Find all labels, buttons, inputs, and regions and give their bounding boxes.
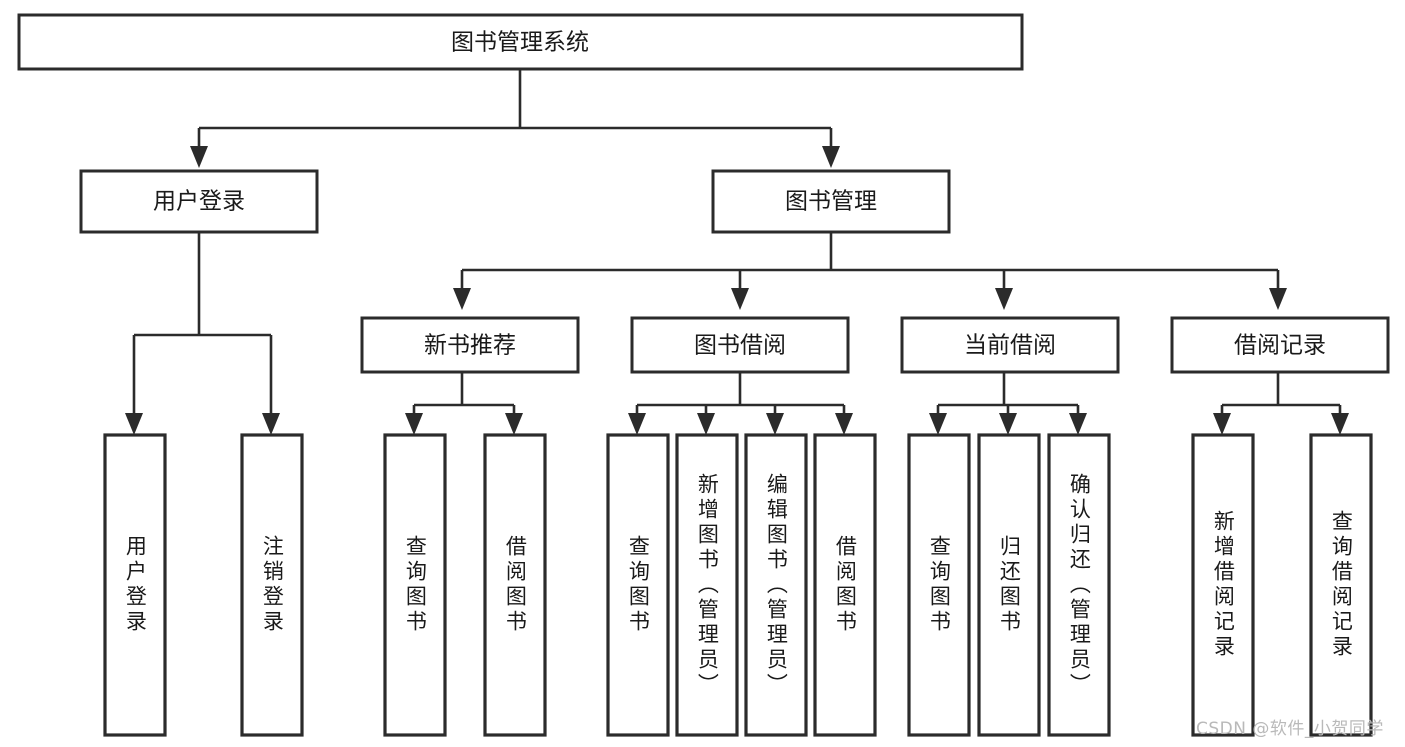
- arrow-cb-to-leaf1: [929, 413, 947, 435]
- node-user-login[interactable]: 用户登录: [79, 169, 319, 234]
- leaf-user-login-box[interactable]: [103, 433, 167, 737]
- leaf-return-book-box[interactable]: [977, 433, 1041, 737]
- arrow-root-to-book-management: [822, 146, 840, 168]
- arrow-bb-to-leaf4: [835, 413, 853, 435]
- arrow-cb-to-leaf3: [1069, 413, 1087, 435]
- watermark-text: CSDN @软件_小贺同学: [1196, 719, 1384, 739]
- node-user-login-label: 用户登录: [153, 189, 245, 215]
- arrow-bm-to-current-borrow: [995, 288, 1013, 310]
- arrow-bb-to-leaf3: [766, 413, 784, 435]
- node-book-management[interactable]: 图书管理: [711, 169, 951, 234]
- node-new-book-recommend[interactable]: 新书推荐: [360, 316, 580, 374]
- leaf-borrow-book-2-box[interactable]: [813, 433, 877, 737]
- arrow-nb-to-leaf2: [505, 413, 523, 435]
- node-book-management-label: 图书管理: [785, 189, 877, 215]
- node-current-borrow-box[interactable]: [900, 316, 1120, 374]
- node-new-book-recommend-label: 新书推荐: [424, 333, 516, 359]
- arrow-cb-to-leaf2: [999, 413, 1017, 435]
- arrow-bb-to-leaf1: [628, 413, 646, 435]
- arrow-bb-to-leaf2: [697, 413, 715, 435]
- leaf-edit-book-box[interactable]: [744, 433, 808, 737]
- node-current-borrow-label: 当前借阅: [964, 333, 1056, 359]
- leaf-query-record-box[interactable]: [1309, 433, 1373, 737]
- leaf-logout-login-box[interactable]: [240, 433, 304, 737]
- leaf-query-book-3-box[interactable]: [907, 433, 971, 737]
- leaf-confirm-return-box[interactable]: [1047, 433, 1111, 737]
- node-root[interactable]: 图书管理系统: [17, 13, 1024, 71]
- arrow-ul-to-leaf2: [262, 413, 280, 435]
- leaf-box-layer: [103, 433, 1373, 737]
- arrow-br-to-leaf1: [1213, 413, 1231, 435]
- node-new-book-recommend-box[interactable]: [360, 316, 580, 374]
- arrow-br-to-leaf2: [1331, 413, 1349, 435]
- leaf-query-book-1-box[interactable]: [383, 433, 447, 737]
- leaf-query-book-2-box[interactable]: [606, 433, 670, 737]
- node-borrow-record[interactable]: 借阅记录: [1170, 316, 1390, 374]
- arrow-bm-to-book-borrow: [731, 288, 749, 310]
- node-book-borrow[interactable]: 图书借阅: [630, 316, 850, 374]
- node-book-borrow-label: 图书借阅: [694, 333, 786, 359]
- arrow-bm-to-new-book: [453, 288, 471, 310]
- node-root-label: 图书管理系统: [451, 30, 589, 56]
- node-book-management-box[interactable]: [711, 169, 951, 234]
- node-root-box[interactable]: [17, 13, 1024, 71]
- leaf-add-book-box[interactable]: [675, 433, 739, 737]
- arrow-ul-to-leaf1: [125, 413, 143, 435]
- arrow-root-to-user-login: [190, 146, 208, 168]
- leaf-borrow-book-1-box[interactable]: [483, 433, 547, 737]
- node-current-borrow[interactable]: 当前借阅: [900, 316, 1120, 374]
- node-borrow-record-label: 借阅记录: [1234, 333, 1326, 359]
- node-user-login-box[interactable]: [79, 169, 319, 234]
- arrow-nb-to-leaf1: [405, 413, 423, 435]
- node-borrow-record-box[interactable]: [1170, 316, 1390, 374]
- arrow-bm-to-borrow-record: [1269, 288, 1287, 310]
- connector-layer: [125, 68, 1349, 435]
- node-book-borrow-box[interactable]: [630, 316, 850, 374]
- leaf-add-record-box[interactable]: [1191, 433, 1255, 737]
